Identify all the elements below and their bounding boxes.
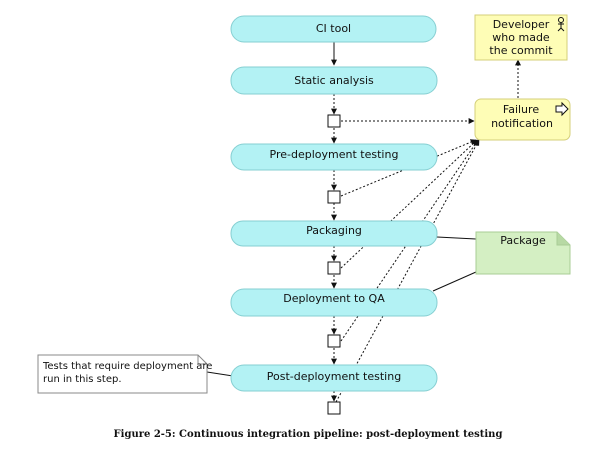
notification-line-2: notification — [491, 117, 553, 130]
note-corner-icon — [197, 355, 207, 365]
deploy-to-package-link — [432, 271, 477, 292]
note-line-2: run in this step. — [43, 374, 122, 385]
note-line-1: Tests that require deployment are — [42, 361, 212, 372]
artifact-associations — [206, 236, 477, 377]
activity-label: Static analysis — [294, 74, 374, 87]
activity-deployment-to-qa: Deployment to QA — [230, 288, 438, 317]
failure-notification-box: Failure notification — [474, 98, 571, 141]
developer-line-3: the commit — [489, 44, 553, 57]
gate-pins — [327, 114, 341, 415]
annotation-note: Tests that require deployment are run in… — [37, 354, 212, 394]
activity-label: Pre-deployment testing — [270, 148, 399, 161]
gate-pin — [327, 114, 341, 128]
activity-pre-deployment-testing: Pre-deployment testing — [230, 143, 438, 171]
notification-line-1: Failure — [503, 103, 539, 116]
flow-gate3-to-failure — [340, 139, 478, 269]
note-to-posttest-link — [206, 371, 234, 377]
package-artifact: Package — [475, 231, 571, 275]
developer-line-2: who made — [492, 31, 550, 44]
gate-pin — [327, 401, 341, 415]
folded-corner-icon — [556, 232, 570, 246]
activity-packaging: Packaging — [230, 220, 438, 247]
gate-pin — [327, 261, 341, 275]
flow-gate5-to-failure — [335, 139, 480, 403]
activity-label: Packaging — [306, 224, 362, 237]
activity-post-deployment-testing: Post-deployment testing — [230, 364, 438, 392]
activity-ci-tool: CI tool — [230, 15, 437, 43]
developer-line-1: Developer — [493, 18, 550, 31]
activity-label: Deployment to QA — [283, 292, 385, 305]
gate-pin — [327, 190, 341, 204]
packaging-to-package-link — [436, 236, 477, 240]
actor-icon — [557, 17, 565, 32]
activity-label: CI tool — [316, 22, 351, 35]
send-signal-icon — [555, 101, 569, 117]
package-label: Package — [500, 234, 546, 247]
figure-caption: Figure 2-5: Continuous integration pipel… — [114, 429, 503, 440]
activity-static-analysis: Static analysis — [230, 66, 438, 95]
activity-label: Post-deployment testing — [267, 370, 401, 383]
developer-box: Developer who made the commit — [474, 14, 568, 61]
gate-pin — [327, 334, 341, 348]
